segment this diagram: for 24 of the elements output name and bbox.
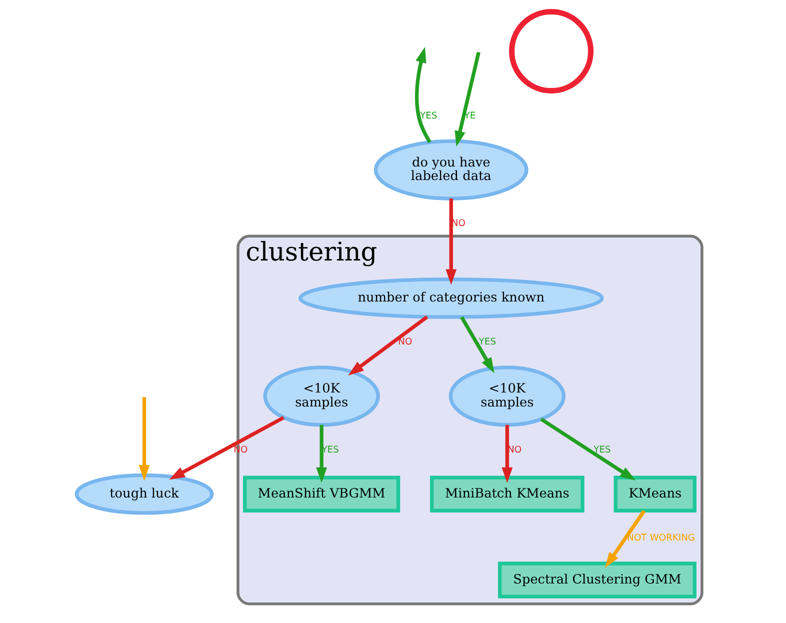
edge-label: YES (478, 336, 496, 348)
arrow (460, 316, 494, 374)
arrow (604, 510, 646, 568)
arrow (414, 46, 432, 144)
node-box: KMeans (614, 476, 696, 512)
arrow (316, 424, 328, 483)
node-ellipse: tough luck (74, 473, 214, 515)
node-box: MeanShift VBGMM (243, 476, 400, 512)
node-circle (509, 8, 594, 94)
arrow (169, 416, 284, 480)
edge-label: YES (594, 444, 611, 456)
arrow (446, 198, 457, 285)
node-ellipse: number of categories known (298, 278, 604, 319)
arrow (540, 418, 636, 481)
node-ellipse: <10K samples (448, 366, 566, 427)
node-ellipse: do you have labeled data (374, 139, 528, 200)
arrow (454, 52, 480, 147)
arrow (348, 315, 428, 376)
node-box: Spectral Clustering GMM (498, 562, 696, 598)
arrow (502, 424, 513, 483)
edge-label: YES (420, 110, 438, 122)
node-ellipse: <10K samples (263, 366, 380, 427)
arrow (138, 397, 150, 481)
node-box: MiniBatch KMeans (430, 476, 584, 512)
